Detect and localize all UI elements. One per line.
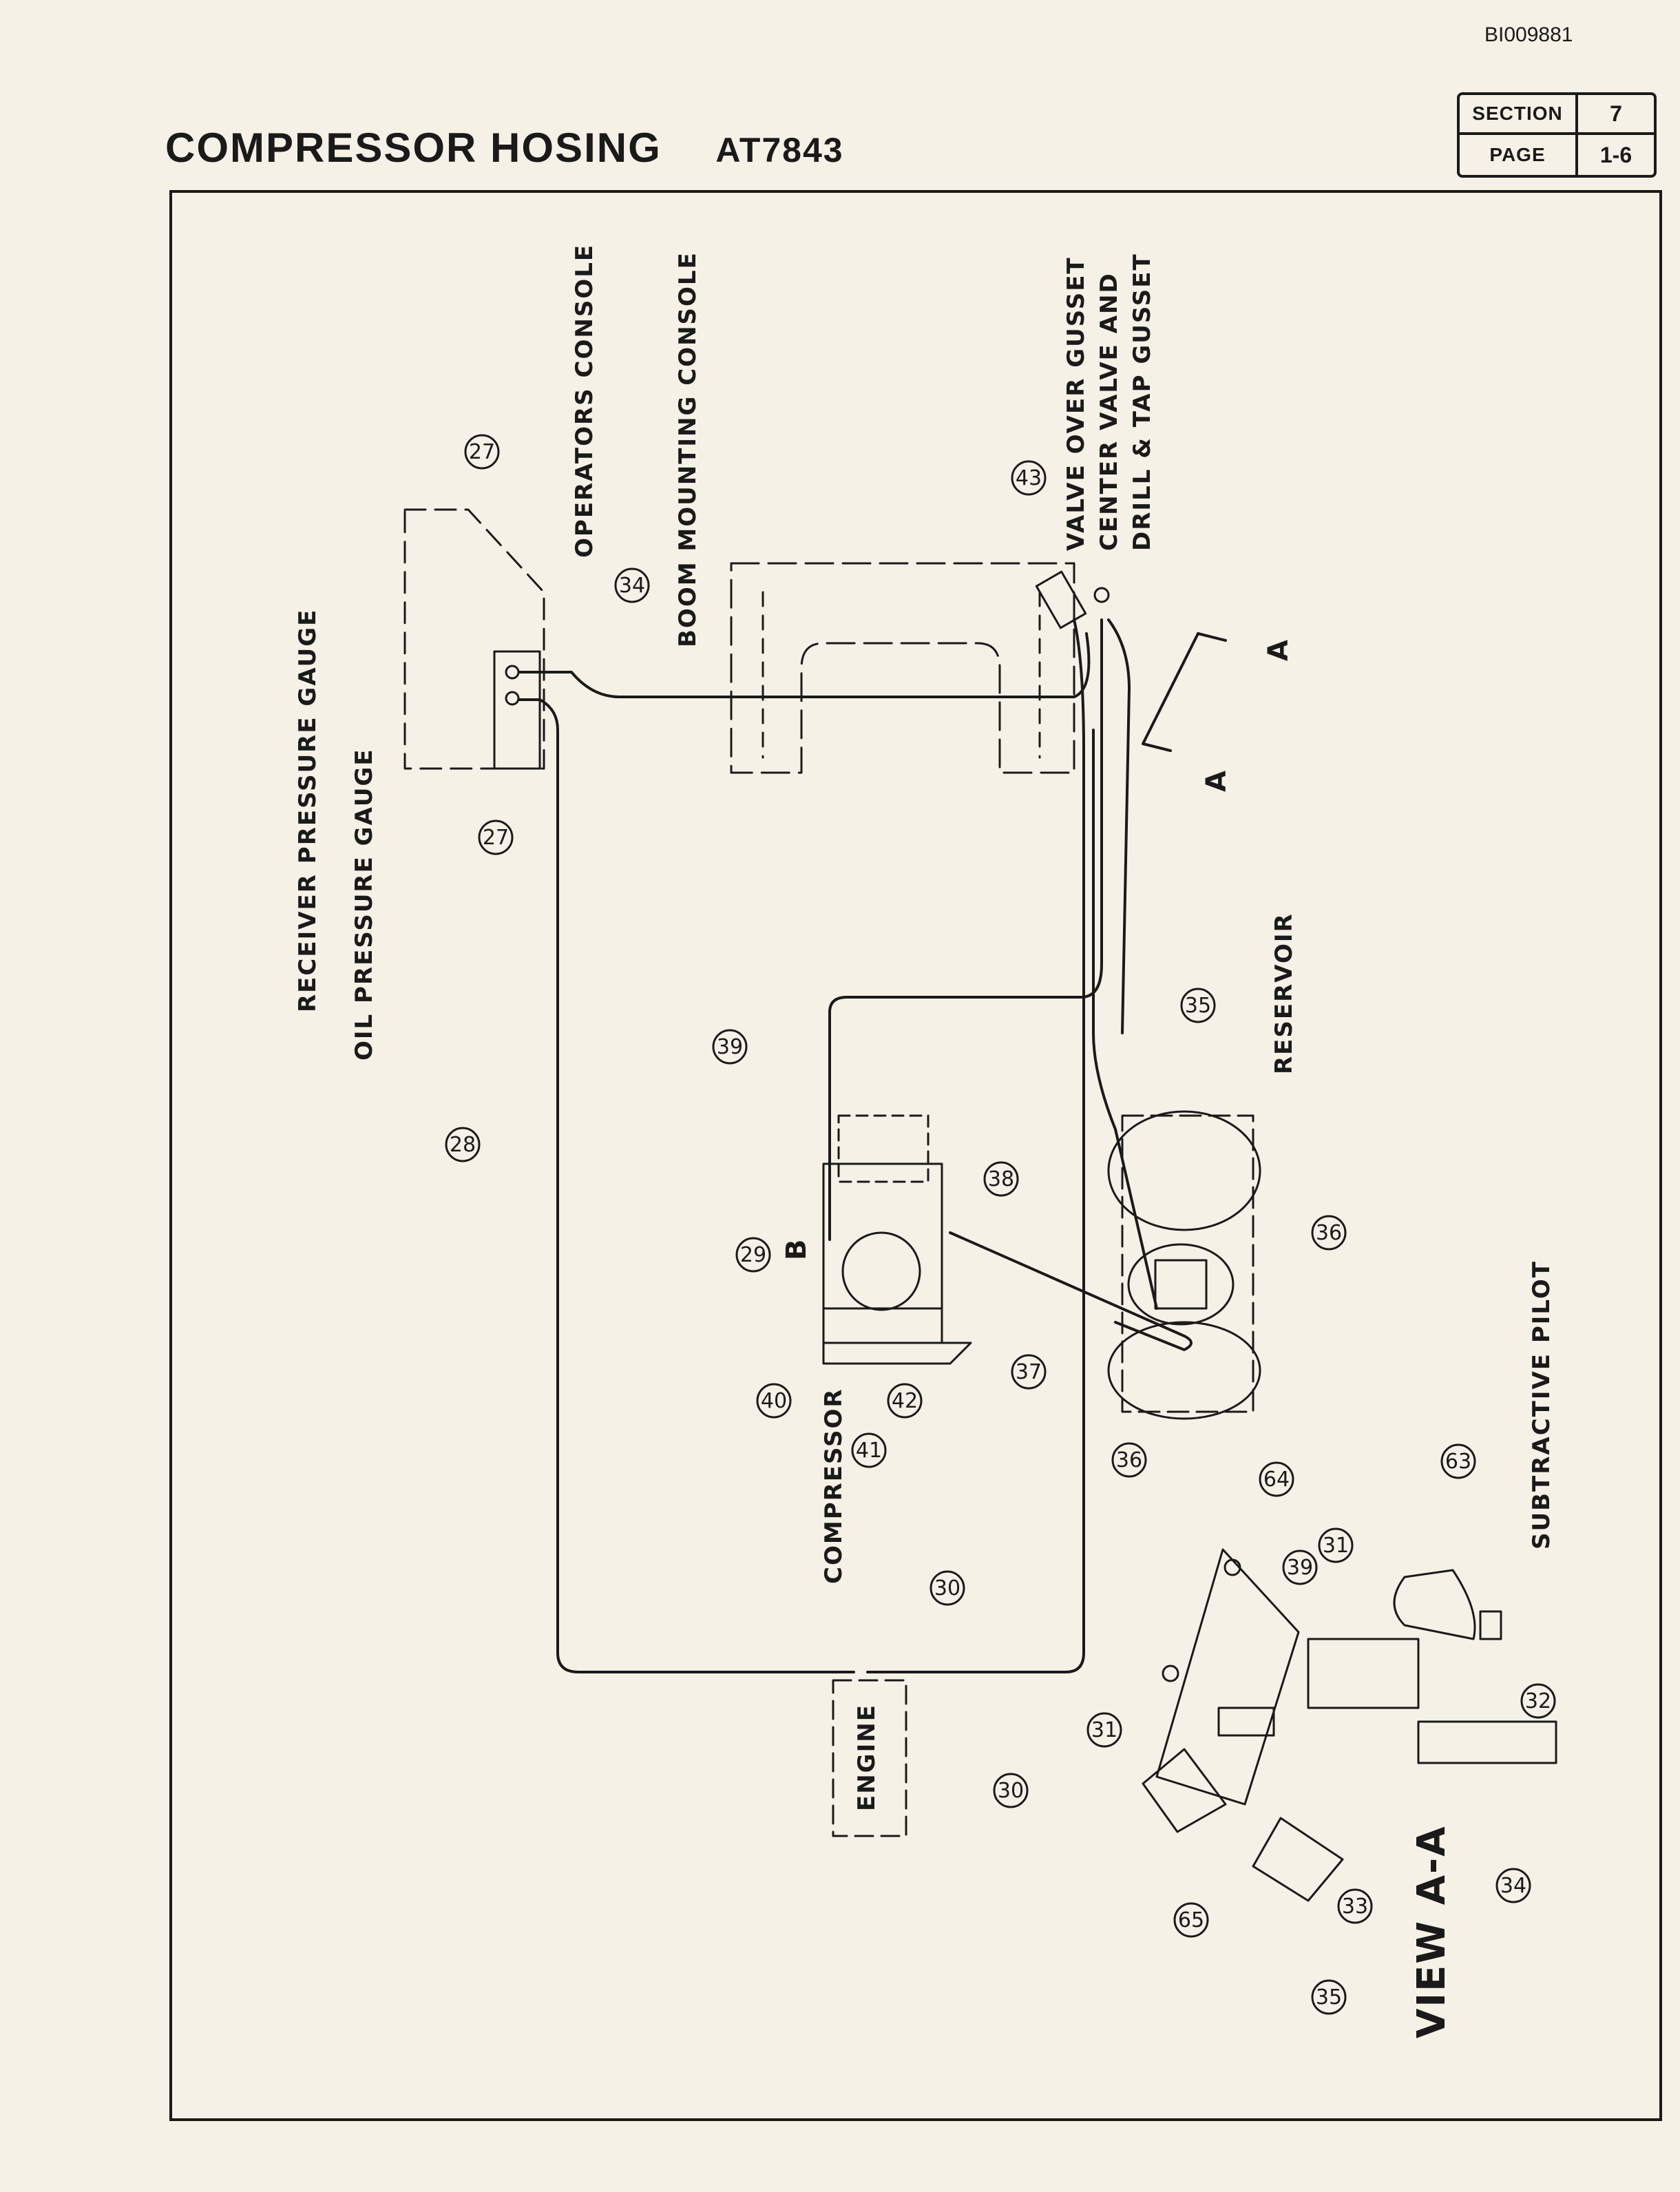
section-cut-line: [1142, 632, 1199, 745]
engine-label: ENGINE: [853, 1704, 881, 1811]
callout-29: 29: [740, 1243, 766, 1267]
compressor-pulley: [841, 1231, 921, 1311]
callout-30-view: 30: [998, 1779, 1024, 1803]
valve-note-line3: DRILL & TAP GUSSET: [1128, 253, 1156, 551]
callout-33: 33: [1342, 1894, 1368, 1919]
section-a-bottom: A: [1201, 769, 1232, 792]
callout-36-right: 36: [1316, 1221, 1342, 1245]
section-value: 7: [1578, 95, 1654, 135]
reservoir-fitting: [1127, 1243, 1235, 1326]
callout-36-bottom: 36: [1116, 1448, 1142, 1472]
operators-console-outline: [403, 508, 545, 770]
section-label: SECTION: [1460, 95, 1578, 135]
callout-65: 65: [1178, 1908, 1204, 1932]
callout-32: 32: [1525, 1689, 1551, 1713]
compressor-body: [822, 1162, 943, 1310]
callout-41: 41: [856, 1439, 882, 1463]
receiver-gauge-label: RECEIVER PRESSURE GAUGE: [294, 609, 322, 1012]
callout-64: 64: [1263, 1468, 1290, 1492]
page-title: COMPRESSOR HOSING AT7843: [165, 124, 844, 171]
callout-31-top: 31: [1323, 1534, 1349, 1558]
hose-30: [866, 618, 1085, 1673]
valve-note-line1: VALVE OVER GUSSET: [1062, 256, 1090, 551]
boom-console-label: BOOM MOUNTING CONSOLE: [674, 251, 702, 647]
section-a-top: A: [1263, 638, 1294, 661]
hose-35: [1092, 729, 1158, 1310]
hose-fitting-31: [1217, 1706, 1275, 1737]
callout-43: 43: [1016, 466, 1042, 490]
hose-fitting-35: [1252, 1817, 1344, 1902]
callout-34-view: 34: [1500, 1874, 1526, 1898]
fitting-stack: [1307, 1638, 1420, 1709]
callout-35: 35: [1185, 994, 1211, 1018]
hose-34: [518, 632, 1091, 698]
callout-42: 42: [892, 1389, 918, 1413]
pilot-valve: [1393, 1569, 1476, 1640]
receiver-gauge-fitting: [505, 665, 520, 680]
callout-38: 38: [988, 1167, 1014, 1191]
document-id: BI009881: [1484, 23, 1573, 46]
compressor-base: [822, 1342, 972, 1365]
callout-35-view: 35: [1316, 1985, 1342, 2010]
reservoir-tank: [1121, 1114, 1254, 1413]
operators-console-label: OPERATORS CONSOLE: [571, 244, 598, 558]
callout-30: 30: [934, 1576, 960, 1600]
view-aa-label: VIEW A-A: [1409, 1825, 1454, 2038]
callout-27-top: 27: [469, 440, 495, 464]
center-valve: [1035, 570, 1087, 629]
model-number: AT7843: [715, 131, 844, 169]
callout-40: 40: [761, 1389, 787, 1413]
subtractive-pilot-label: SUBTRACTIVE PILOT: [1528, 1260, 1555, 1549]
callout-28: 28: [450, 1133, 476, 1157]
compressor-top: [837, 1114, 930, 1183]
page-label: PAGE: [1460, 135, 1578, 175]
callout-27-bottom: 27: [483, 826, 509, 850]
boom-console-outline: [730, 562, 1075, 774]
page-value: 1-6: [1599, 142, 1632, 167]
callout-39-view: 39: [1287, 1556, 1313, 1580]
gauge-panel: [493, 650, 541, 770]
oil-gauge-fitting: [505, 691, 520, 706]
callout-34: 34: [619, 574, 645, 598]
diagram-frame: [169, 190, 1662, 2121]
title-text: COMPRESSOR HOSING: [165, 125, 662, 171]
section-page-box: SECTION 7 PAGE 1-6: [1457, 92, 1657, 178]
callout-31-left: 31: [1091, 1718, 1117, 1742]
callout-37: 37: [1016, 1360, 1042, 1384]
hose-39: [828, 618, 1103, 1241]
mounting-plate: [1155, 1548, 1300, 1806]
oil-gauge-label: OIL PRESSURE GAUGE: [350, 748, 378, 1061]
compressor-label: COMPRESSOR: [820, 1388, 848, 1584]
hose-28: [518, 698, 855, 1673]
callout-39: 39: [717, 1035, 743, 1059]
reservoir-label: RESERVOIR: [1270, 912, 1298, 1074]
hose-fitting-34: [1417, 1720, 1557, 1764]
detail-b-label: B: [781, 1238, 812, 1261]
engine-block: [832, 1679, 907, 1837]
valve-note-line2: CENTER VALVE AND: [1095, 272, 1123, 551]
hose-37: [949, 1231, 1193, 1351]
callout-63: 63: [1445, 1450, 1471, 1474]
